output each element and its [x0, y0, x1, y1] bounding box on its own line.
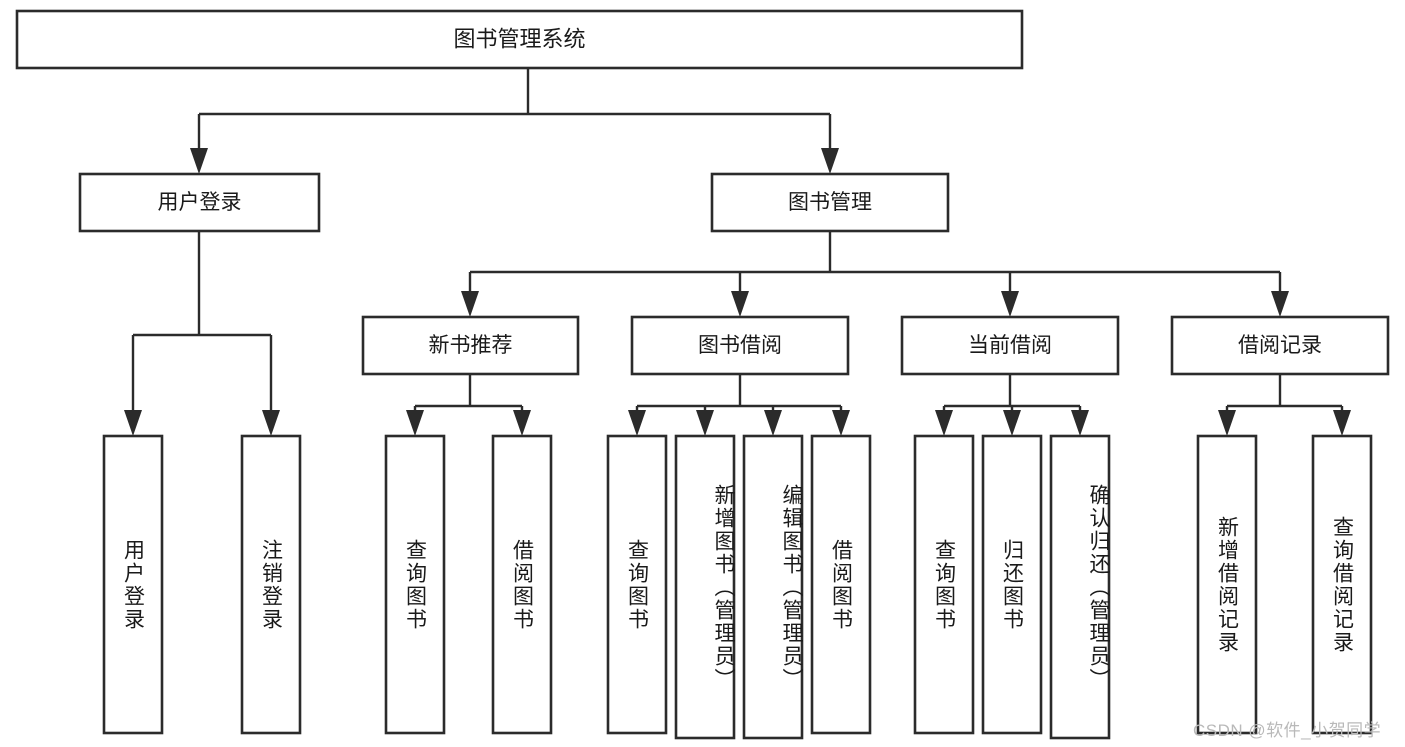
leaf-edit-book-admin-label: 编辑图书（管理员）	[780, 483, 803, 691]
arrowhead-icon	[190, 148, 208, 174]
arrowhead-icon	[124, 410, 142, 436]
arrowhead-icon	[821, 148, 839, 174]
new-book-recommend-box[interactable]	[361, 315, 580, 376]
leaf-query-book-rec-box[interactable]	[384, 434, 446, 735]
arrowhead-icon	[832, 410, 850, 436]
user-login-label: 用户登录	[158, 191, 242, 214]
leaf-query-borrow-record-label: 查询借阅记录	[1330, 515, 1354, 654]
leaf-edit-book-admin-box[interactable]	[742, 434, 804, 740]
arrowhead-icon	[1271, 291, 1289, 317]
node-boxes	[15, 9, 1390, 740]
arrowhead-icon	[628, 410, 646, 436]
leaf-query-book-cur-label: 查询图书	[932, 538, 956, 631]
arrowhead-icon	[731, 291, 749, 317]
arrowhead-icon	[696, 410, 714, 436]
current-borrow-box[interactable]	[900, 315, 1120, 376]
arrowhead-icon	[406, 410, 424, 436]
leaf-add-borrow-record-label: 新增借阅记录	[1215, 515, 1239, 654]
leaf-add-borrow-record-box[interactable]	[1196, 434, 1258, 735]
leaf-add-book-admin-label: 新增图书（管理员）	[712, 483, 735, 691]
arrowhead-icon	[1003, 410, 1021, 436]
book-borrow-box[interactable]	[630, 315, 850, 376]
leaf-borrow-book-box[interactable]	[810, 434, 872, 735]
leaf-borrow-book-rec-box[interactable]	[491, 434, 553, 735]
user-login-box[interactable]	[78, 172, 321, 233]
arrowhead-icon	[262, 410, 280, 436]
arrowhead-icon	[1001, 291, 1019, 317]
borrow-record-label: 借阅记录	[1238, 334, 1322, 357]
arrowhead-icon	[461, 291, 479, 317]
leaf-query-book-label: 查询图书	[625, 538, 649, 631]
leaf-confirm-return-admin-box[interactable]	[1049, 434, 1111, 740]
system-title-box[interactable]	[15, 9, 1024, 70]
book-management-box[interactable]	[710, 172, 950, 233]
leaf-query-borrow-record-box[interactable]	[1311, 434, 1373, 735]
leaf-query-book-cur-box[interactable]	[913, 434, 975, 735]
watermark-label: CSDN @软件_小贺同学	[1193, 721, 1382, 740]
connector-lines	[124, 68, 1351, 436]
leaf-query-book-box[interactable]	[606, 434, 668, 735]
leaf-confirm-return-admin-label: 确认归还（管理员）	[1087, 483, 1110, 691]
leaf-logout-login-label: 注销登录	[259, 538, 283, 631]
arrowhead-icon	[1333, 410, 1351, 436]
leaf-add-book-admin-box[interactable]	[674, 434, 736, 740]
leaf-borrow-book-label: 借阅图书	[829, 538, 853, 631]
system-title-label: 图书管理系统	[453, 26, 585, 51]
arrowhead-icon	[1071, 410, 1089, 436]
leaf-user-login-box[interactable]	[102, 434, 164, 735]
leaf-user-login-label: 用户登录	[121, 538, 145, 631]
arrowhead-icon	[764, 410, 782, 436]
arrowhead-icon	[513, 410, 531, 436]
leaf-query-book-rec-label: 查询图书	[403, 538, 427, 631]
leaf-logout-login-box[interactable]	[240, 434, 302, 735]
leaf-borrow-book-rec-label: 借阅图书	[510, 538, 534, 631]
new-book-recommend-label: 新书推荐	[429, 334, 513, 357]
book-borrow-label: 图书借阅	[698, 334, 782, 357]
leaf-return-book-box[interactable]	[981, 434, 1043, 735]
arrowhead-icon	[1218, 410, 1236, 436]
leaf-return-book-label: 归还图书	[1000, 538, 1024, 631]
arrowhead-icon	[935, 410, 953, 436]
borrow-record-box[interactable]	[1170, 315, 1390, 376]
book-management-label: 图书管理	[788, 191, 872, 214]
current-borrow-label: 当前借阅	[968, 334, 1052, 357]
